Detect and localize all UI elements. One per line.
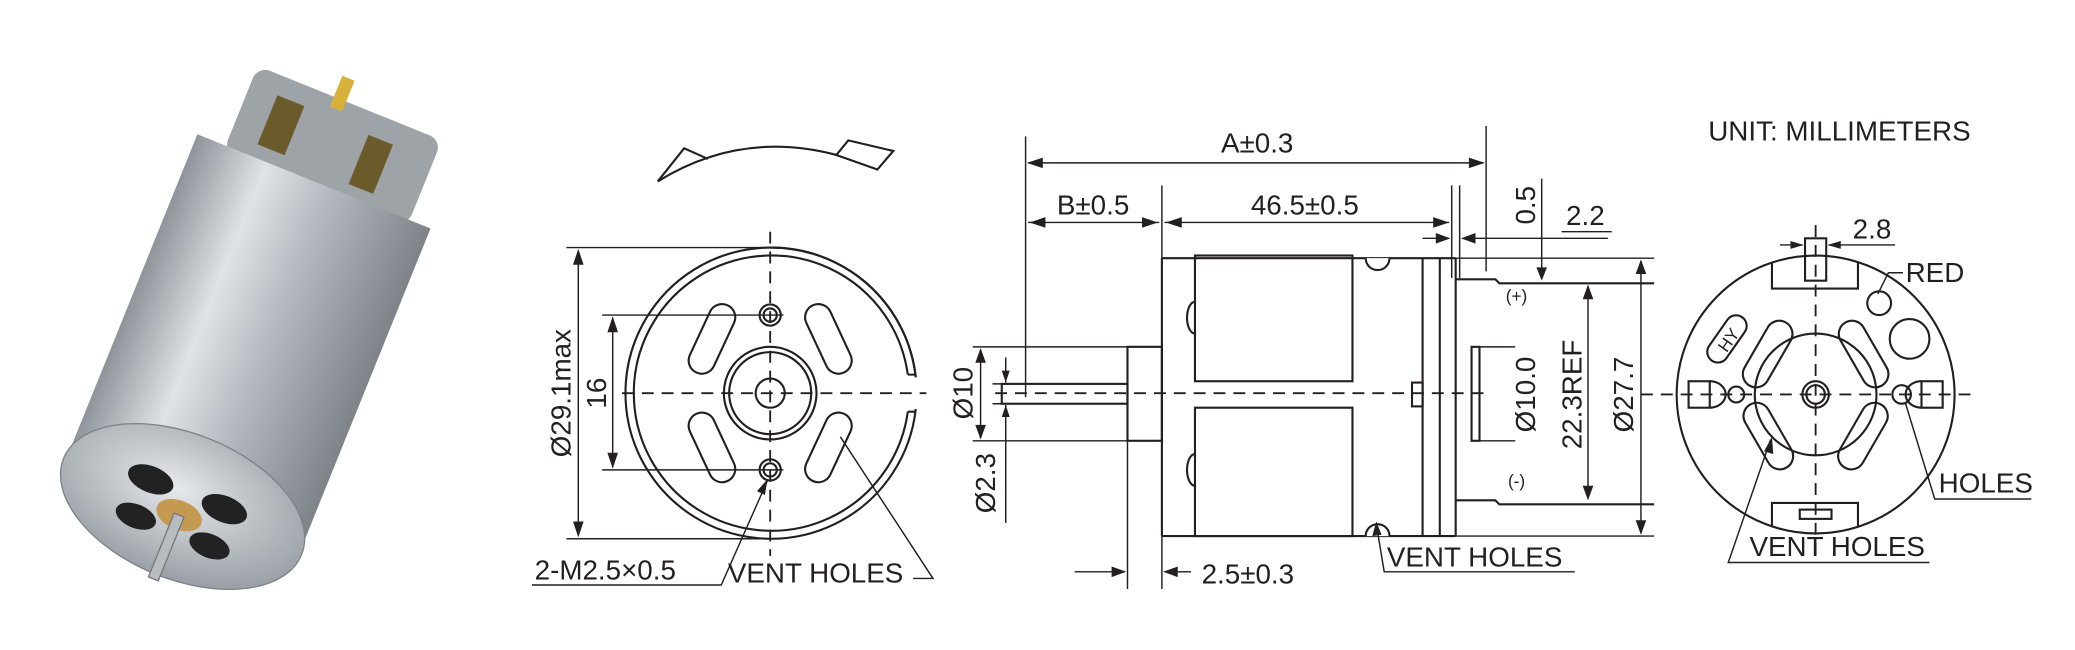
- plus-label: (+): [1506, 286, 1527, 306]
- rear-boss-diameter-label: Ø10.0: [1510, 357, 1541, 433]
- holes-label: HOLES: [1939, 467, 2033, 498]
- terminal-tab: [329, 75, 355, 112]
- motor-photo: [59, 69, 438, 591]
- body-length-label: 46.5±0.5: [1251, 190, 1359, 221]
- red-marker-hole: [1866, 290, 1893, 317]
- red-label: RED: [1906, 257, 1965, 288]
- unit-label: UNIT: MILLIMETERS: [1708, 115, 1970, 146]
- svg-text:HY: HY: [1714, 324, 1744, 355]
- side-vent-label: VENT HOLES: [1387, 542, 1562, 573]
- magnet-top: [1193, 254, 1354, 383]
- rear-bearing: [1410, 381, 1424, 408]
- rear-vent-label: VENT HOLES: [1749, 531, 1925, 562]
- overall-length-label: A±0.3: [1221, 127, 1293, 158]
- terminal-minus: [1455, 499, 1655, 506]
- motor-shaft: [147, 512, 185, 582]
- front-diameter-label: Ø29.1max: [545, 329, 576, 457]
- terminal-width-label: 2.8: [1853, 213, 1892, 244]
- boss-height-label: 2.5±0.3: [1202, 559, 1295, 590]
- brand-logo: HY: [1706, 314, 1748, 364]
- terminal-plus: [1455, 278, 1655, 285]
- terminal-spacing-label: 22.3REF: [1556, 340, 1587, 450]
- vent-slots: [687, 303, 853, 484]
- magnet-bottom: [1193, 406, 1354, 538]
- side-view: A±0.3 B±0.5 46.5±0.5 0.5 2.2 (+) (-) Ø10…: [948, 125, 1655, 590]
- boss-diameter-label: Ø10: [948, 367, 979, 420]
- thread-label: 2-M2.5×0.5: [535, 555, 676, 586]
- terminal-top: [1803, 237, 1828, 282]
- shaft-length-label: B±0.5: [1057, 190, 1129, 221]
- rear-vent-slots: [1741, 319, 1890, 471]
- terminal-offset-label: 2.2: [1566, 200, 1605, 231]
- shaft-diameter-label: Ø2.3: [970, 453, 1001, 513]
- body-diameter-label: Ø27.7: [1608, 357, 1639, 433]
- minus-label: (-): [1508, 471, 1525, 491]
- hole-spacing-label: 16: [581, 378, 612, 409]
- front-vent-label: VENT HOLES: [728, 557, 904, 588]
- plate-thickness-label: 0.5: [1510, 186, 1541, 225]
- front-view: Ø29.1max 16 2-M2.5×0.5 VENT HOLES: [531, 231, 935, 588]
- rear-view: UNIT: MILLIMETERS 2.8 RED HY: [1640, 115, 2033, 564]
- rotation-symbol: [656, 139, 896, 183]
